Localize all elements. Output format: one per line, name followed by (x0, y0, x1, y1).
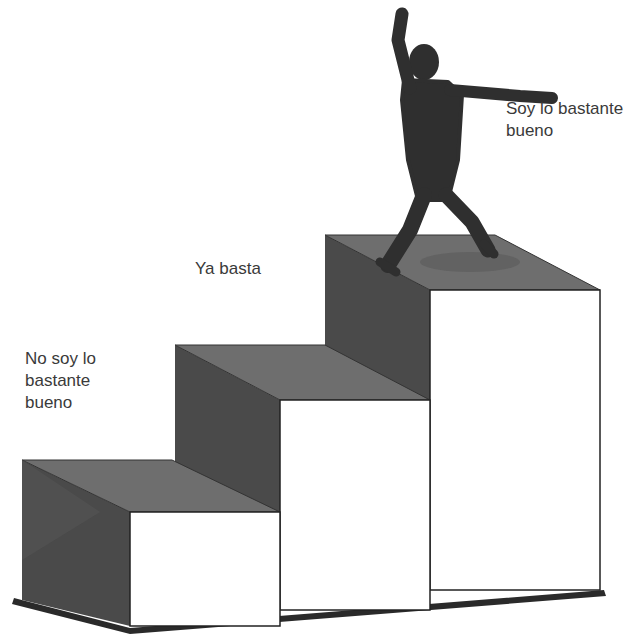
jumping-figure (380, 14, 552, 272)
step-label: Soy lo bastante bueno (506, 98, 624, 142)
figure-leg (388, 195, 424, 265)
step-top (175, 345, 430, 400)
figure-shadow (420, 252, 520, 272)
step-front (130, 512, 280, 626)
step-label: Ya basta (195, 258, 305, 280)
figure-foot (380, 262, 396, 272)
figure-arm (398, 14, 410, 88)
figure-head (409, 44, 439, 80)
figure-arm (450, 90, 552, 98)
step-top (325, 235, 600, 290)
step-label: No soy lo bastante bueno (25, 348, 115, 414)
figure-body (402, 80, 462, 200)
step-front (430, 290, 600, 590)
step-front (280, 400, 430, 610)
figure-foot (484, 244, 494, 254)
side-shade (22, 460, 100, 560)
